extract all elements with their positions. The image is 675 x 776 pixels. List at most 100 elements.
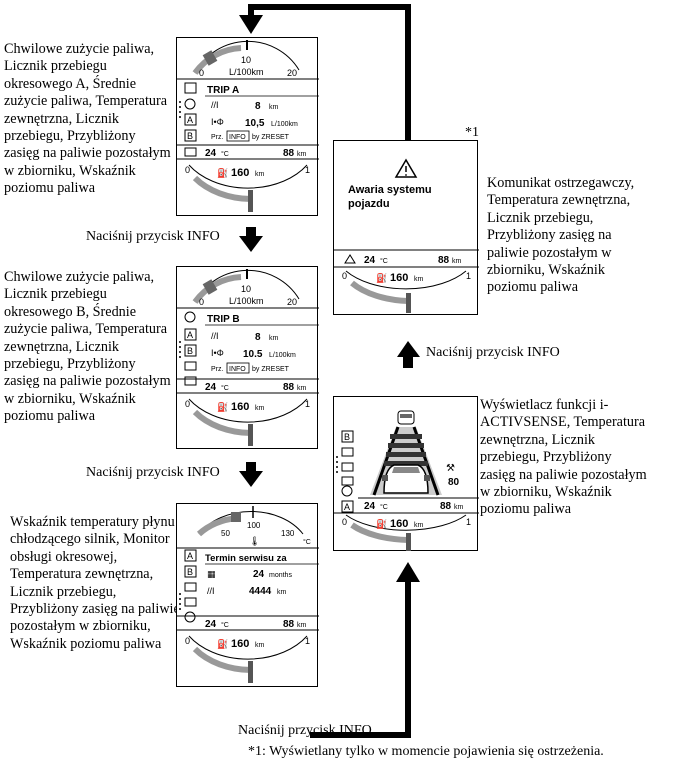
coolant-temperature-gauge: 50 100 130 °C 🌡 — [196, 506, 311, 546]
fuel-empty: 0 — [342, 517, 347, 527]
set-speed: 80 — [448, 477, 460, 488]
fuel-economy-gauge: 0 10 20 L/100km — [192, 40, 300, 78]
press-info-label: Naciśnij przycisk INFO — [426, 345, 560, 360]
coolant-icon: 🌡 — [249, 536, 260, 546]
fuel-economy-gauge: 0 10 20 L/100km — [192, 269, 300, 307]
warning-small-icon — [344, 254, 356, 264]
fuel-pump-icon: ⛽ — [376, 518, 387, 529]
loop-back-arrow — [239, 4, 411, 140]
fuel-pump-icon: ⛽ — [217, 167, 228, 178]
odometer-unit: km — [297, 151, 307, 158]
menu-letter-a: A — [187, 551, 193, 561]
description-warning-screen: Komunikat ostrzegawczy, Temperatura zewn… — [487, 175, 635, 296]
trip-icon: //I — [211, 331, 219, 341]
trip-avg: 10.5 — [243, 349, 263, 360]
odometer-unit: km — [452, 258, 462, 265]
odometer: 88 — [438, 255, 450, 266]
outside-temp: 24 — [364, 501, 376, 512]
range-unit: km — [255, 171, 265, 178]
down-arrow-icon — [239, 462, 263, 487]
fuel-full: 1 — [466, 517, 471, 527]
outside-temp-unit: °C — [221, 150, 229, 158]
warning-message: Awaria systemu pojazdu — [348, 184, 432, 210]
outside-temp-unit: °C — [221, 621, 229, 629]
description-trip-a-screen: Chwilowe zużycie paliwa, Licznik przebie… — [4, 41, 171, 197]
range-unit: km — [414, 276, 424, 283]
reset-key: INFO — [229, 366, 246, 373]
service-display: 50 100 130 °C 🌡 Termin serwisu za ▦ 24 m… — [176, 503, 319, 687]
odometer: 88 — [283, 619, 295, 630]
odometer: 88 — [283, 148, 295, 159]
activsense-display: ⚒ 80 B A 24 °C 88 km ⛽ 160 km 0 1 — [333, 396, 479, 551]
description-trip-b-screen: Chwilowe zużycie paliwa, Licznik przebie… — [4, 269, 171, 425]
fuel-full: 1 — [466, 271, 471, 281]
calendar-icon: ▦ — [207, 569, 216, 579]
warning-display: Awaria systemu pojazdu 24 °C 88 km ⛽ 160… — [333, 140, 479, 315]
coolant-unit: °C — [303, 538, 311, 546]
trip-icon: //I — [211, 100, 219, 110]
trip-title: TRIP A — [207, 85, 239, 96]
fuel-pump-icon: ⛽ — [217, 401, 228, 412]
outside-temp: 24 — [205, 148, 217, 159]
range-unit: km — [255, 405, 265, 412]
coolant-mid: 100 — [247, 521, 261, 530]
footnote: *1: Wyświetlany tylko w momencie pojawie… — [248, 744, 604, 759]
trip-a-display: 0 10 20 L/100km TRIP A //I 8 km I•Φ 10,5… — [176, 37, 319, 216]
range: 160 — [231, 167, 249, 179]
gauge-mid: 10 — [241, 55, 251, 65]
side-menu-icons: A B — [179, 311, 197, 386]
lead-vehicle-icon — [397, 410, 415, 425]
footnote-mark: *1 — [465, 125, 479, 140]
warning-triangle-icon — [394, 158, 418, 178]
coolant-max: 130 — [281, 529, 295, 538]
service-title: Termin serwisu za — [205, 553, 287, 564]
trip-distance: 8 — [255, 332, 261, 343]
gauge-max: 20 — [287, 297, 297, 307]
side-menu-icons: A B — [179, 82, 197, 157]
side-menu-icons: B A — [336, 430, 354, 513]
press-info-label: Naciśnij przycisk INFO — [86, 465, 220, 480]
outside-temp-unit: °C — [380, 257, 388, 265]
outside-temp-unit: °C — [221, 384, 229, 392]
trip-distance: 8 — [255, 101, 261, 112]
fuel-empty: 0 — [185, 399, 190, 409]
range: 160 — [390, 272, 408, 284]
fuel-full: 1 — [305, 636, 310, 646]
menu-letter-b: B — [187, 131, 193, 141]
odometer: 88 — [440, 501, 452, 512]
odometer-unit: km — [297, 385, 307, 392]
menu-letter-b: B — [187, 567, 193, 577]
trip-b-display: 0 10 20 L/100km TRIP B //I 8 km I•Φ 10.5… — [176, 266, 319, 449]
outside-temp-unit: °C — [380, 503, 388, 511]
outside-temp: 24 — [205, 382, 217, 393]
trip-distance-unit: km — [269, 104, 279, 111]
reset-key: INFO — [229, 134, 246, 141]
trip-avg-unit: L/100km — [269, 352, 296, 359]
fuel-pump-icon: ⛽ — [217, 638, 228, 649]
range: 160 — [231, 638, 249, 650]
coolant-min: 50 — [221, 529, 230, 538]
fuel-level-gauge: ⛽ 160 km 0 1 — [185, 164, 310, 212]
menu-letter-a: A — [187, 115, 193, 125]
trip-distance-unit: km — [269, 335, 279, 342]
trip-avg: 10,5 — [245, 118, 265, 129]
trip-icon: //I — [207, 586, 215, 596]
gauge-unit: L/100km — [229, 296, 264, 306]
service-months: 24 — [253, 569, 265, 580]
reset-suffix: by ZRESET — [252, 134, 290, 141]
gauge-min: 0 — [199, 68, 204, 78]
loop-up-arrow — [310, 562, 420, 738]
fuel-empty: 0 — [185, 636, 190, 646]
own-vehicle-icon — [382, 464, 430, 494]
avg-fuel-icon: I•Φ — [211, 117, 224, 127]
fuel-pump-icon: ⛽ — [376, 272, 387, 283]
up-arrow-icon — [397, 341, 420, 368]
fuel-level-gauge: ⛽ 160 km 0 1 — [185, 398, 310, 446]
range: 160 — [231, 401, 249, 413]
fuel-empty: 0 — [342, 271, 347, 281]
odometer-unit: km — [454, 504, 464, 511]
description-activsense-screen: Wyświetlacz funkcji i-ACTIVSENSE, Temper… — [480, 397, 647, 518]
gauge-mid: 10 — [241, 284, 251, 294]
fuel-full: 1 — [305, 165, 310, 175]
range-unit: km — [255, 642, 265, 649]
